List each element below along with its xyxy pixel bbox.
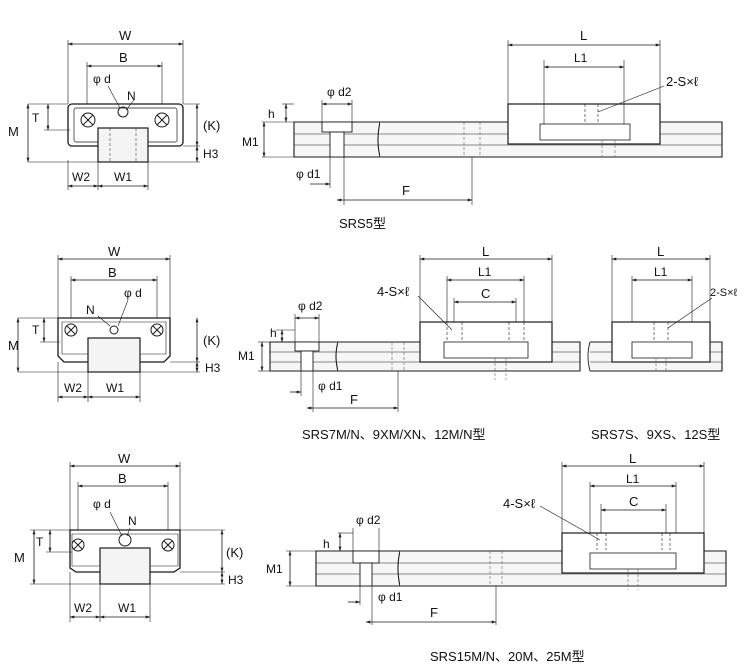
label-2-S-l: 2-S×ℓ <box>666 74 699 89</box>
label-phi-d2: φ d2 <box>356 513 381 527</box>
figure-srs5-section-labels: W B φ d N T M (K) H3 W2 W1 <box>8 28 220 184</box>
label-phi-d: φ d <box>124 286 142 300</box>
label-L1: L1 <box>654 265 668 279</box>
label-W1: W1 <box>114 170 132 184</box>
label-phi-d: φ d <box>93 497 111 511</box>
label-B: B <box>108 265 117 280</box>
label-C: C <box>629 494 638 509</box>
caption-srs15m: SRS15M/N、20M、25M型 <box>430 649 585 664</box>
label-phi-d: φ d <box>93 72 111 86</box>
label-K: (K) <box>226 545 243 560</box>
caption-srs7m: SRS7M/N、9XM/XN、12M/N型 <box>302 427 486 442</box>
label-phi-d2: φ d2 <box>298 299 323 313</box>
label-phi-d1: φ d1 <box>296 167 321 181</box>
caption-srs7s: SRS7S、9XS、12S型 <box>591 427 721 442</box>
figure-srs15m-section <box>30 462 225 622</box>
label-T: T <box>32 111 40 125</box>
label-M: M <box>8 338 19 353</box>
figure-srs5-side-labels: L L1 2-S×ℓ φ d2 h M1 φ d1 F <box>242 28 699 198</box>
figure-srs5-section <box>26 40 200 190</box>
label-M: M <box>8 124 19 139</box>
figure-srs7m-side-labels: L L1 C 4-S×ℓ φ d2 h M1 φ d1 F <box>238 244 492 407</box>
label-N: N <box>86 303 95 317</box>
rail-section <box>87 337 141 373</box>
label-h: h <box>323 537 330 551</box>
label-T: T <box>36 535 44 549</box>
label-H3: H3 <box>228 573 244 587</box>
figure-srs7m-section-labels: W B φ d N T M (K) H3 W2 W1 <box>8 244 221 395</box>
figure-srs15m-section-labels: W B φ d N T M (K) H3 W2 W1 <box>14 451 244 615</box>
caption-srs5: SRS5型 <box>339 216 386 231</box>
label-L: L <box>580 28 587 43</box>
label-F: F <box>402 183 410 198</box>
label-2-S-l: 2-S×ℓ <box>710 287 738 299</box>
figure-srs7s-side-labels: L L1 2-S×ℓ <box>654 244 738 299</box>
label-M1: M1 <box>238 349 255 363</box>
label-h: h <box>270 326 277 340</box>
label-F: F <box>350 392 358 407</box>
screw-right-icon <box>161 538 175 552</box>
label-W2: W2 <box>72 170 90 184</box>
label-H3: H3 <box>203 147 219 161</box>
label-phi-d1: φ d1 <box>318 379 343 393</box>
label-K: (K) <box>203 118 220 133</box>
screw-left-icon <box>71 538 85 552</box>
label-B: B <box>118 471 127 486</box>
figure-srs7s-side <box>587 255 723 372</box>
figure-srs5-side <box>262 40 723 205</box>
label-H3: H3 <box>205 361 221 375</box>
figure-srs15m-side <box>286 462 727 625</box>
label-W: W <box>119 28 132 43</box>
rail-section <box>99 547 151 585</box>
label-h: h <box>268 107 275 121</box>
screw-left-icon <box>64 323 78 337</box>
screw-right-icon <box>150 323 164 337</box>
label-W: W <box>108 244 121 259</box>
figure-srs7m-side <box>258 255 581 412</box>
label-W2: W2 <box>64 381 82 395</box>
label-M1: M1 <box>242 135 259 149</box>
label-W1: W1 <box>106 381 124 395</box>
screw-right-icon <box>154 112 170 128</box>
label-phi-d1: φ d1 <box>378 590 403 604</box>
label-F: F <box>430 605 438 620</box>
label-K: (K) <box>203 333 220 348</box>
label-W: W <box>118 451 131 466</box>
label-L: L <box>482 244 489 259</box>
label-L: L <box>657 244 664 259</box>
label-W2: W2 <box>74 601 92 615</box>
label-M: M <box>14 550 25 565</box>
rail-section <box>97 127 149 163</box>
label-B: B <box>119 50 128 65</box>
label-L1: L1 <box>478 265 492 279</box>
label-M1: M1 <box>266 562 283 576</box>
screw-left-icon <box>80 112 96 128</box>
figure-srs7m-section <box>16 255 200 402</box>
label-4-S-l: 4-S×ℓ <box>503 496 536 511</box>
label-L: L <box>629 451 636 466</box>
label-N: N <box>128 514 137 528</box>
label-C: C <box>481 286 490 301</box>
label-phi-d2: φ d2 <box>327 85 352 99</box>
label-L1: L1 <box>574 51 588 65</box>
label-L1: L1 <box>626 472 640 486</box>
label-4-S-l: 4-S×ℓ <box>377 284 410 299</box>
figure-srs15m-side-labels: L L1 C 4-S×ℓ φ d2 h M1 φ d1 F <box>266 451 640 620</box>
label-T: T <box>32 323 40 337</box>
label-N: N <box>127 89 136 103</box>
label-W1: W1 <box>118 601 136 615</box>
